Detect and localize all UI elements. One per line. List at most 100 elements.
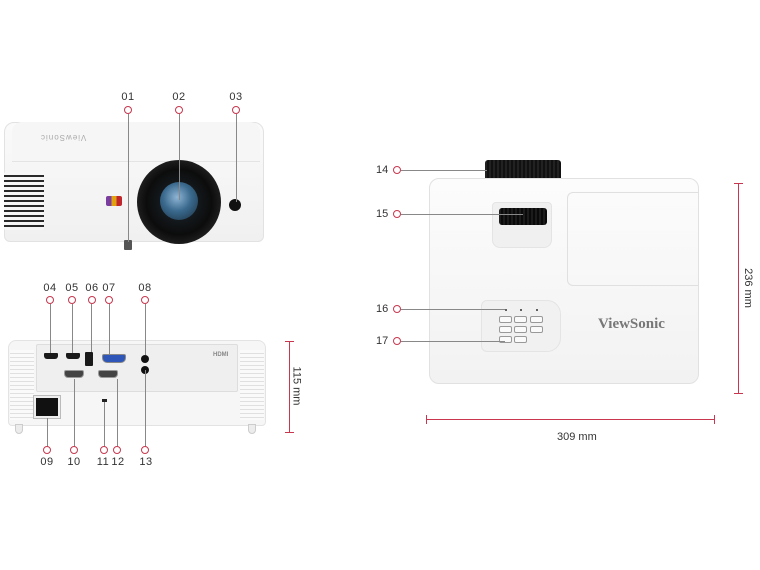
callout-leader-04 <box>50 304 51 353</box>
callout-marker-11 <box>100 446 108 454</box>
callout-marker-06 <box>88 296 96 304</box>
callout-label-14: 14 <box>376 164 389 176</box>
callout-marker-10 <box>70 446 78 454</box>
callout-leader-02 <box>179 114 180 200</box>
rear-foot-right <box>248 424 256 434</box>
callout-leader-03 <box>236 114 237 202</box>
keypad-key <box>499 336 512 343</box>
callout-marker-13 <box>141 446 149 454</box>
front-vent <box>4 172 44 230</box>
power-led-icon <box>505 309 507 311</box>
callout-label-10: 10 <box>67 456 81 468</box>
projector-front-top <box>12 122 260 162</box>
callout-leader-11 <box>104 402 105 450</box>
rear-vent-left <box>10 350 34 420</box>
rear-foot-left <box>15 424 23 434</box>
audio-in-jack-icon <box>141 355 149 363</box>
callout-leader-13 <box>145 370 146 450</box>
width-dimension-cap-left <box>426 415 427 424</box>
callout-label-05: 05 <box>65 282 79 294</box>
keypad-key <box>514 326 527 333</box>
projector-top-body <box>429 178 699 384</box>
callout-marker-12 <box>113 446 121 454</box>
front-brand-text: ViewSonic <box>40 133 87 142</box>
callout-label-07: 07 <box>102 282 116 294</box>
callout-marker-09 <box>43 446 51 454</box>
adjustable-foot-icon <box>124 240 132 250</box>
height-dimension-cap-top <box>285 341 294 342</box>
usb-port-icon <box>85 352 93 366</box>
callout-label-17: 17 <box>376 335 389 347</box>
depth-dimension-cap-bottom <box>734 393 743 394</box>
callout-leader-05 <box>72 304 73 353</box>
callout-leader-17 <box>401 341 505 342</box>
hdmi-logo: HDMI <box>213 352 229 358</box>
callout-marker-07 <box>105 296 113 304</box>
lamp-cover <box>567 192 699 286</box>
callout-label-04: 04 <box>43 282 57 294</box>
focus-ring-icon <box>485 160 561 178</box>
vga-in-port-icon <box>102 354 126 363</box>
rear-vent-right <box>240 350 264 420</box>
callout-leader-08 <box>145 304 146 355</box>
depth-dimension-cap-top <box>734 183 743 184</box>
hdmi-1-port-icon <box>44 353 58 359</box>
height-dimension-line <box>289 341 290 433</box>
temp-led-icon <box>520 309 522 311</box>
callout-label-12: 12 <box>111 456 125 468</box>
callout-marker-05 <box>68 296 76 304</box>
keypad-key <box>530 326 543 333</box>
callout-marker-14 <box>393 166 401 174</box>
keypad-key <box>514 336 527 343</box>
kensington-lock-icon <box>102 399 107 402</box>
callout-label-06: 06 <box>85 282 99 294</box>
keypad-key <box>514 316 527 323</box>
callout-leader-10 <box>74 379 75 450</box>
vga-out-port-icon <box>98 370 118 378</box>
callout-leader-15 <box>401 214 523 215</box>
top-brand-text: ViewSonic <box>598 316 665 332</box>
callout-marker-04 <box>46 296 54 304</box>
callout-leader-07 <box>109 304 110 354</box>
hdmi-2-port-icon <box>66 353 80 359</box>
height-dimension-cap-bottom <box>285 432 294 433</box>
callout-marker-17 <box>393 337 401 345</box>
depth-dimension-label: 236 mm <box>741 268 754 308</box>
callout-label-01: 01 <box>121 91 135 103</box>
callout-label-16: 16 <box>376 303 389 315</box>
zoom-ring-icon <box>499 208 547 225</box>
width-dimension-line <box>426 419 715 420</box>
width-dimension-cap-right <box>714 415 715 424</box>
callout-leader-12 <box>117 379 118 450</box>
width-dimension-label: 309 mm <box>557 431 597 443</box>
callout-label-15: 15 <box>376 208 389 220</box>
ir-receiver-icon <box>229 199 241 211</box>
depth-dimension-line <box>738 183 739 393</box>
callout-marker-16 <box>393 305 401 313</box>
viewsonic-bird-logo-icon <box>106 196 122 206</box>
callout-leader-06 <box>91 304 92 352</box>
height-dimension-label: 115 mm <box>290 366 303 406</box>
callout-label-03: 03 <box>229 91 243 103</box>
callout-leader-01 <box>128 114 129 242</box>
callout-marker-01 <box>124 106 132 114</box>
io-panel <box>36 344 238 392</box>
callout-label-11: 11 <box>96 456 110 468</box>
callout-leader-14 <box>401 170 487 171</box>
keypad-key <box>530 316 543 323</box>
ac-power-socket-icon <box>33 395 61 419</box>
keypad-key <box>499 316 512 323</box>
callout-marker-03 <box>232 106 240 114</box>
callout-leader-16 <box>401 309 505 310</box>
rs232-port-icon <box>64 370 84 378</box>
keypad-key <box>499 326 512 333</box>
callout-marker-08 <box>141 296 149 304</box>
callout-marker-15 <box>393 210 401 218</box>
callout-label-13: 13 <box>139 456 153 468</box>
callout-label-02: 02 <box>172 91 186 103</box>
callout-label-08: 08 <box>138 282 152 294</box>
lamp-led-icon <box>536 309 538 311</box>
callout-label-09: 09 <box>40 456 54 468</box>
callout-leader-09 <box>47 418 48 450</box>
callout-marker-02 <box>175 106 183 114</box>
